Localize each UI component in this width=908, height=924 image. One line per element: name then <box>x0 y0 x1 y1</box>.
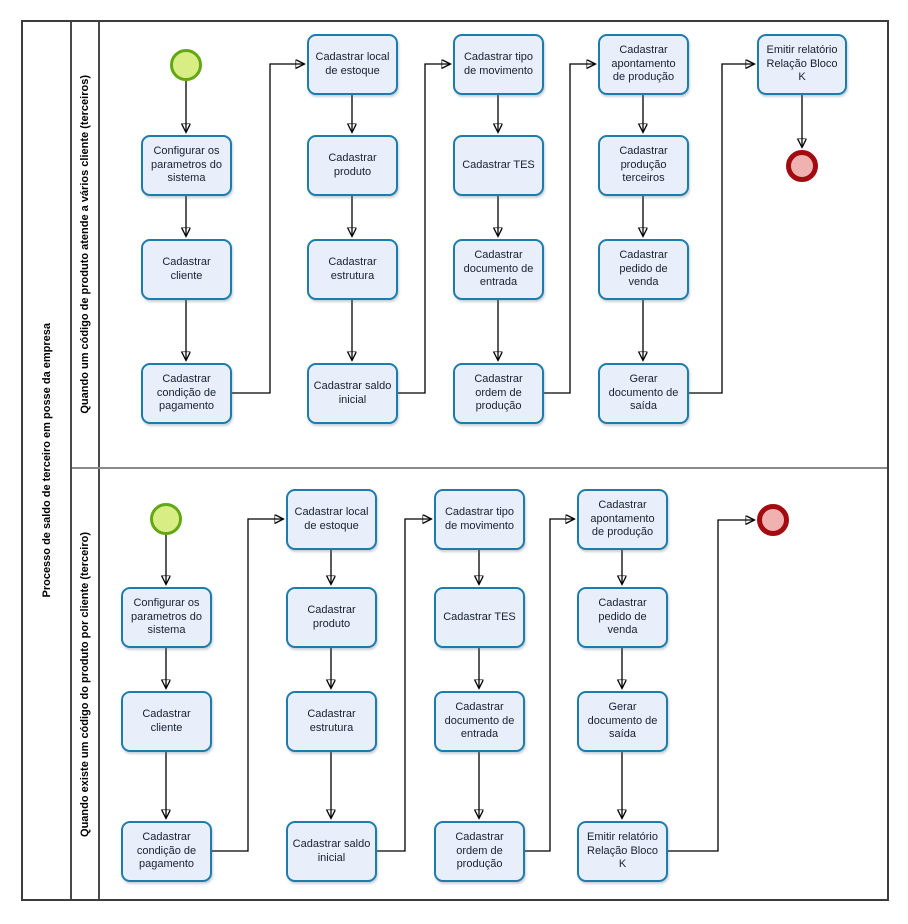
lane2-task-cadastrar-tipo-movimento[interactable]: Cadastrar tipo de movimento <box>434 489 525 550</box>
lane1-task-cadastrar-apontamento-producao[interactable]: Cadastrar apontamento de produção <box>598 34 689 95</box>
lane-1-title: Quando um código de produto atende a vár… <box>72 22 100 467</box>
lane1-task-cadastrar-condicao-pagamento[interactable]: Cadastrar condição de pagamento <box>141 363 232 424</box>
lane2-task-emitir-relatorio-bloco-k[interactable]: Emitir relatório Relação Bloco K <box>577 821 668 882</box>
lane2-task-gerar-documento-saida[interactable]: Gerar documento de saída <box>577 691 668 752</box>
lanes-container: Quando um código de produto atende a vár… <box>72 22 887 899</box>
lane-2-title: Quando existe um código do produto por c… <box>72 469 100 899</box>
lane1-task-cadastrar-saldo-inicial[interactable]: Cadastrar saldo inicial <box>307 363 398 424</box>
lane2-task-cadastrar-ordem-producao[interactable]: Cadastrar ordem de produção <box>434 821 525 882</box>
lane1-task-cadastrar-cliente[interactable]: Cadastrar cliente <box>141 239 232 300</box>
lane2-end-event[interactable] <box>757 504 789 536</box>
lane2-task-cadastrar-estrutura[interactable]: Cadastrar estrutura <box>286 691 377 752</box>
lane2-task-cadastrar-documento-entrada[interactable]: Cadastrar documento de entrada <box>434 691 525 752</box>
lane-1: Quando um código de produto atende a vár… <box>72 22 887 467</box>
lane1-task-cadastrar-documento-entrada[interactable]: Cadastrar documento de entrada <box>453 239 544 300</box>
lane2-task-configurar-parametros[interactable]: Configurar os parametros do sistema <box>121 587 212 648</box>
lane1-task-cadastrar-ordem-producao[interactable]: Cadastrar ordem de produção <box>453 363 544 424</box>
lane1-task-cadastrar-tipo-movimento[interactable]: Cadastrar tipo de movimento <box>453 34 544 95</box>
lane2-task-cadastrar-pedido-venda[interactable]: Cadastrar pedido de venda <box>577 587 668 648</box>
lane1-task-gerar-documento-saida[interactable]: Gerar documento de saída <box>598 363 689 424</box>
lane1-task-cadastrar-pedido-venda[interactable]: Cadastrar pedido de venda <box>598 239 689 300</box>
lane1-start-event[interactable] <box>170 49 202 81</box>
lane1-task-emitir-relatorio-bloco-k[interactable]: Emitir relatório Relação Bloco K <box>757 34 847 95</box>
lane1-task-cadastrar-tes[interactable]: Cadastrar TES <box>453 135 544 196</box>
lane2-task-cadastrar-condicao-pagamento[interactable]: Cadastrar condição de pagamento <box>121 821 212 882</box>
pool-title: Processo de saldo de terceiro em posse d… <box>23 22 72 899</box>
lane1-task-cadastrar-produto[interactable]: Cadastrar produto <box>307 135 398 196</box>
lane1-task-cadastrar-estrutura[interactable]: Cadastrar estrutura <box>307 239 398 300</box>
lane1-end-event[interactable] <box>786 150 818 182</box>
lane2-start-event[interactable] <box>150 503 182 535</box>
lane1-task-cadastrar-producao-terceiros[interactable]: Cadastrar produção terceiros <box>598 135 689 196</box>
lane2-task-cadastrar-local-estoque[interactable]: Cadastrar local de estoque <box>286 489 377 550</box>
lane2-task-cadastrar-tes[interactable]: Cadastrar TES <box>434 587 525 648</box>
lane1-task-cadastrar-local-estoque[interactable]: Cadastrar local de estoque <box>307 34 398 95</box>
lane-2: Quando existe um código do produto por c… <box>72 467 887 899</box>
lane2-task-cadastrar-saldo-inicial[interactable]: Cadastrar saldo inicial <box>286 821 377 882</box>
lane2-task-cadastrar-cliente[interactable]: Cadastrar cliente <box>121 691 212 752</box>
lane2-task-cadastrar-apontamento-producao[interactable]: Cadastrar apontamento de produção <box>577 489 668 550</box>
lane2-task-cadastrar-produto[interactable]: Cadastrar produto <box>286 587 377 648</box>
lane1-task-configurar-parametros[interactable]: Configurar os parametros do sistema <box>141 135 232 196</box>
